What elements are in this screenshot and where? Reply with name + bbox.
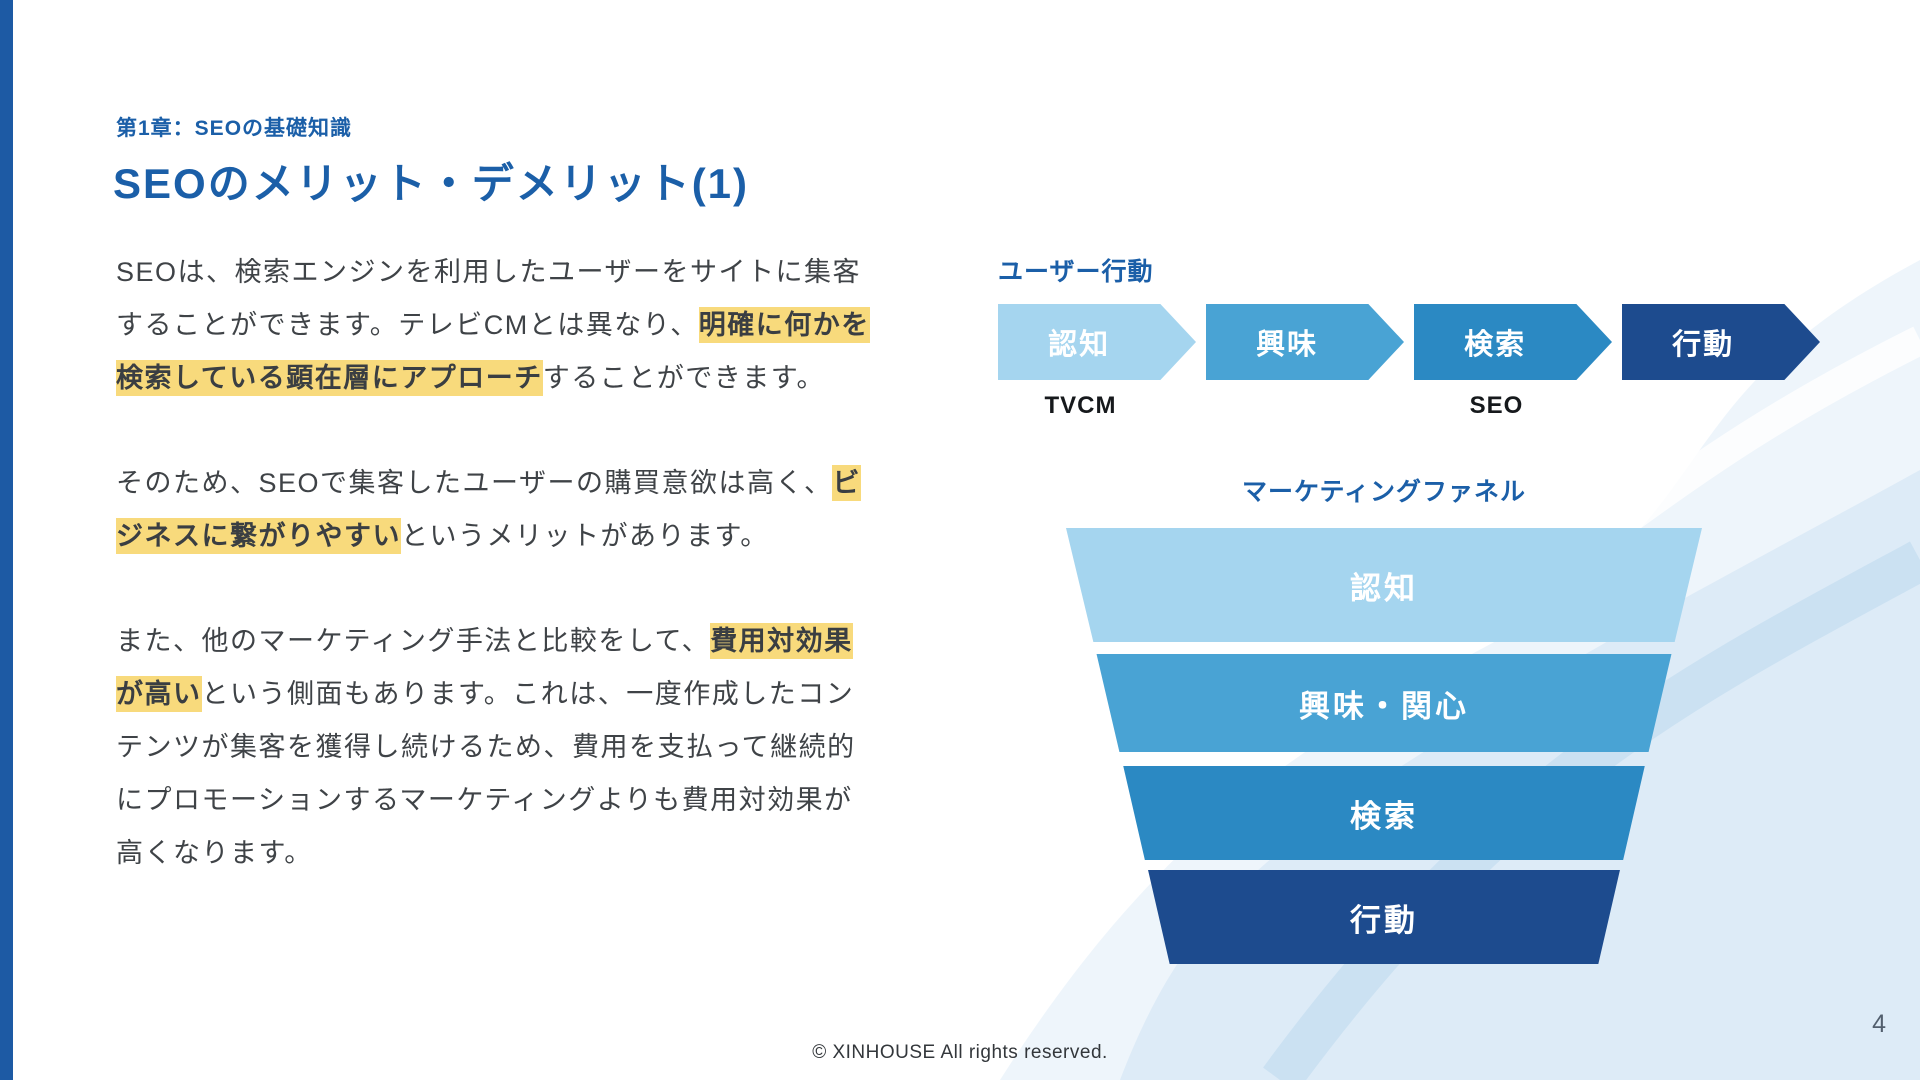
flow-step-2: 興味 <box>1206 304 1404 380</box>
footer-copyright: © XINHOUSE All rights reserved. <box>812 1042 1108 1063</box>
flow-step-1: 認知 <box>998 304 1196 380</box>
funnel-level-label: 行動 <box>1350 902 1418 938</box>
flow-note-seo: SEO <box>1469 392 1524 419</box>
page-title: SEOのメリット・デメリット(1) <box>113 160 750 207</box>
funnel-level-3: 検索 <box>1123 766 1645 860</box>
funnel-level-label: 興味・関心 <box>1299 688 1469 724</box>
body-paragraphs: SEOは、検索エンジンを利用したユーザーをサイトに集客することができます。テレビ… <box>116 246 876 932</box>
flow-step-4: 行動 <box>1622 304 1820 380</box>
body-text: また、他のマーケティング手法と比較をして、 <box>116 626 711 656</box>
left-accent-bar <box>0 0 13 1080</box>
body-text: SEOは、検索エンジンを利用したユーザーをサイトに集客することができます。テレビ… <box>116 257 861 340</box>
funnel-level-4: 行動 <box>1148 870 1620 964</box>
funnel-level-1: 認知 <box>1066 528 1702 642</box>
body-text: することができます。 <box>542 363 826 393</box>
body-text: という側面もあります。これは、一度作成したコンテンツが集客を獲得し続けるため、費… <box>116 679 856 868</box>
flow-step-label: 行動 <box>1672 329 1735 361</box>
funnel-level-label: 認知 <box>1350 570 1418 606</box>
user-behavior-arrows: 認知 興味 検索 行動 <box>998 304 1820 380</box>
funnel-level-2: 興味・関心 <box>1096 654 1672 752</box>
paragraph: SEOは、検索エンジンを利用したユーザーをサイトに集客することができます。テレビ… <box>116 246 876 405</box>
flow-step-3: 検索 <box>1414 304 1612 380</box>
paragraph: そのため、SEOで集客したユーザーの購買意欲は高く、ビジネスに繋がりやすいという… <box>116 457 876 563</box>
user-behavior-label: ユーザー行動 <box>998 258 1154 286</box>
marketing-funnel: 認知興味・関心検索行動 <box>1066 528 1702 964</box>
funnel-level-label: 検索 <box>1350 798 1418 834</box>
flow-step-label: 検索 <box>1464 329 1527 361</box>
flow-note-tvcm: TVCM <box>1044 392 1117 419</box>
paragraph: また、他のマーケティング手法と比較をして、費用対効果が高いという側面もあります。… <box>116 615 876 880</box>
page-number: 4 <box>1872 1010 1886 1038</box>
funnel-label: マーケティングファネル <box>1241 478 1526 506</box>
body-text: というメリットがあります。 <box>401 521 769 551</box>
chapter-heading: 第1章：SEOの基礎知識 <box>116 117 353 140</box>
flow-step-label: 認知 <box>1048 329 1111 361</box>
body-text: そのため、SEOで集客したユーザーの購買意欲は高く、 <box>116 468 833 498</box>
flow-step-label: 興味 <box>1256 329 1319 361</box>
